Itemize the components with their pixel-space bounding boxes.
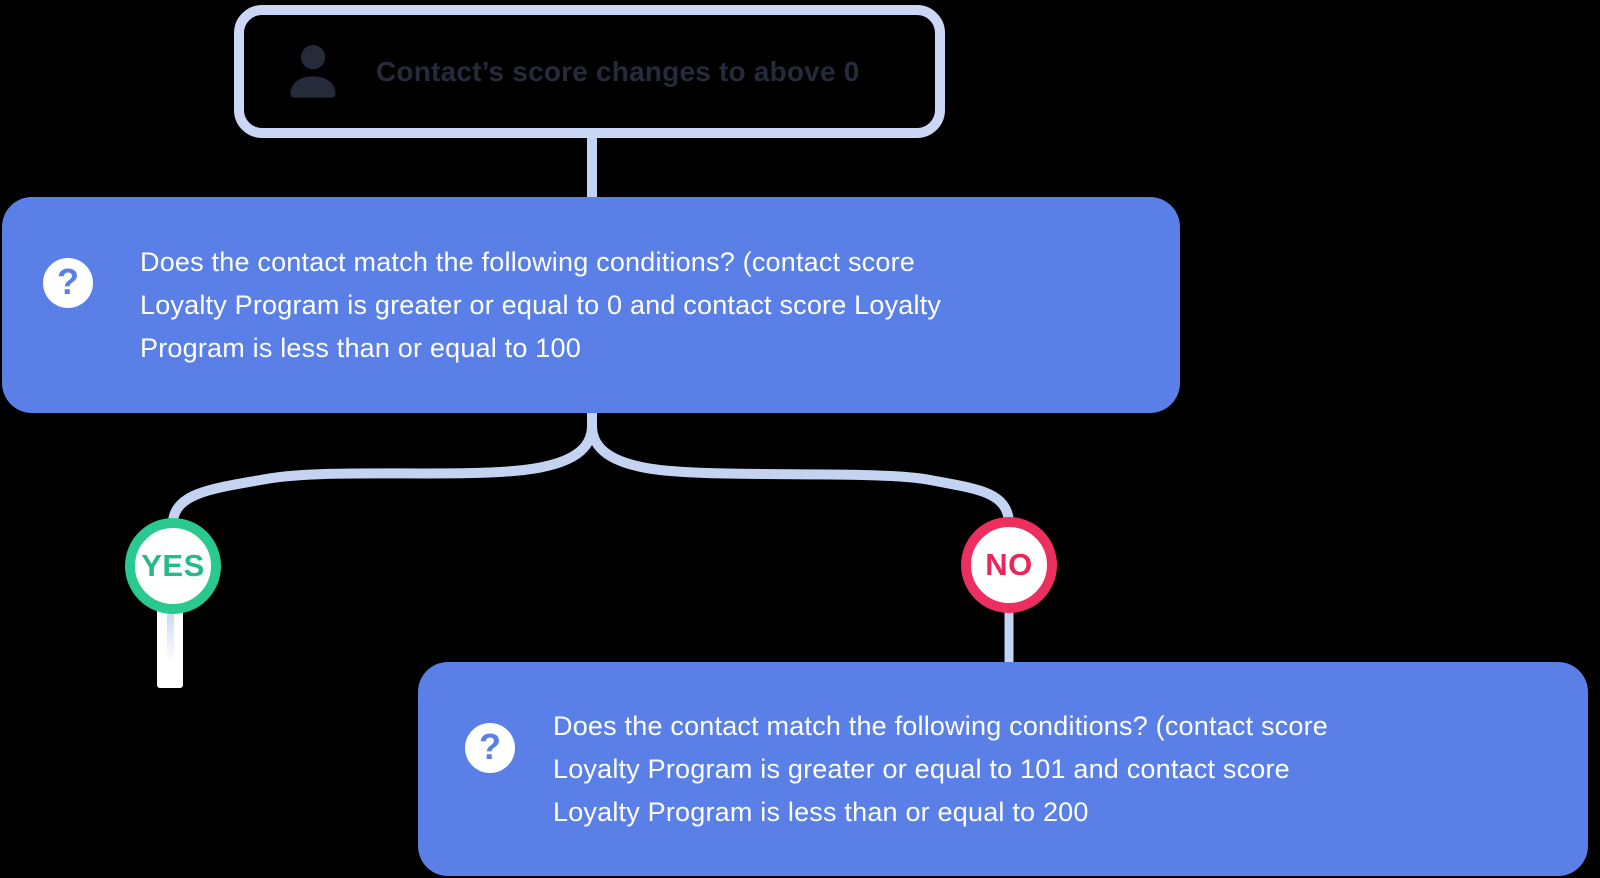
condition-2-line: Loyalty Program is less than or equal to… bbox=[553, 796, 1089, 827]
trigger-node[interactable]: Contact’s score changes to above 0 bbox=[234, 5, 945, 138]
question-icon: ? bbox=[465, 723, 515, 773]
trigger-label: Contact’s score changes to above 0 bbox=[376, 55, 860, 87]
condition-1-text: Does the contact match the following con… bbox=[140, 197, 941, 413]
condition-node-2[interactable]: ? Does the contact match the following c… bbox=[418, 662, 1588, 876]
condition-2-line: Does the contact match the following con… bbox=[553, 710, 1329, 741]
condition-node-1[interactable]: ? Does the contact match the following c… bbox=[2, 197, 1180, 413]
condition-1-line: Loyalty Program is greater or equal to 0… bbox=[140, 289, 942, 320]
yes-branch-badge: YES bbox=[125, 518, 221, 614]
yes-branch-connector-fade bbox=[167, 606, 174, 662]
no-branch-label: NO bbox=[985, 547, 1033, 582]
condition-1-line: Program is less than or equal to 100 bbox=[140, 332, 581, 363]
connector-no-branch bbox=[587, 410, 1014, 522]
yes-branch-label: YES bbox=[141, 548, 205, 583]
question-icon: ? bbox=[43, 258, 93, 308]
condition-2-line: Loyalty Program is greater or equal to 1… bbox=[553, 753, 1290, 784]
condition-2-text: Does the contact match the following con… bbox=[553, 662, 1328, 876]
no-branch-badge: NO bbox=[961, 517, 1057, 613]
connector-yes-branch bbox=[168, 410, 597, 523]
person-icon bbox=[290, 44, 336, 98]
condition-1-line: Does the contact match the following con… bbox=[140, 246, 916, 277]
yes-branch-continuation bbox=[157, 606, 183, 688]
